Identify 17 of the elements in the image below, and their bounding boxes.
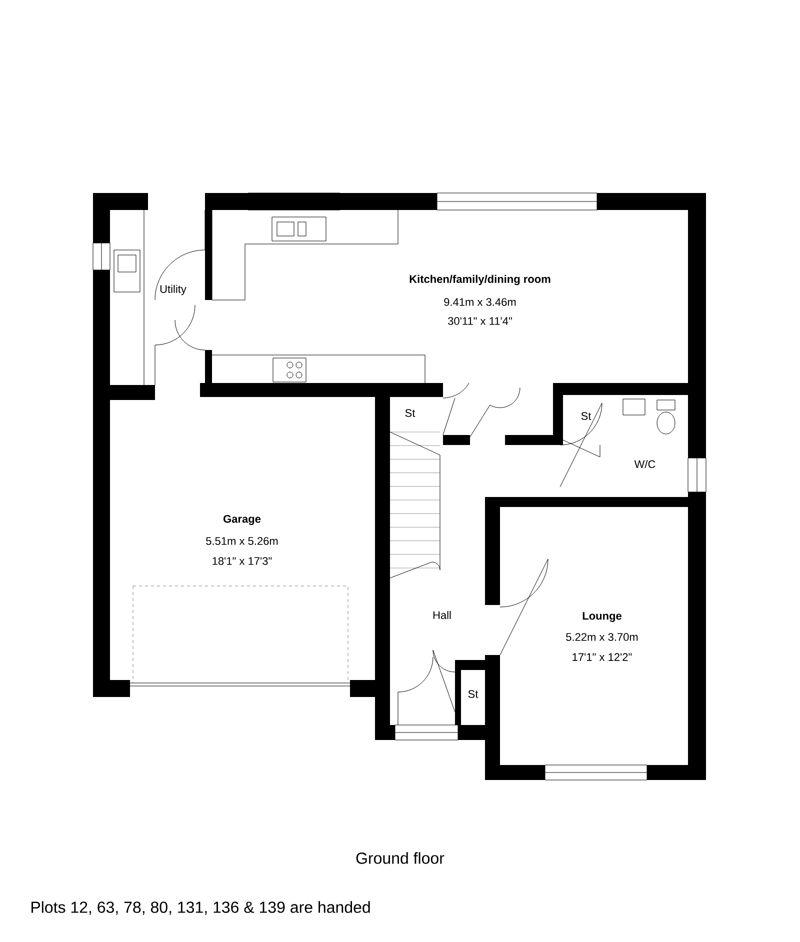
room-label: 9.41m x 3.46m [444,298,516,306]
room-label: 5.22m x 3.70m [566,633,638,641]
room-label: 30'11" x 11'4" [448,317,512,325]
room-label: St [581,412,592,420]
room-label: W/C [634,460,656,468]
room-label: St [468,690,478,698]
room-label: Utility [160,284,186,296]
room-label: 17'1" x 12'2" [572,653,632,661]
room-label: Lounge [582,612,622,622]
room-label: 5.51m x 5.26m [206,537,278,545]
room-label: Hall [433,610,451,620]
caption: Ground floor [356,852,444,864]
room-label: St [405,409,416,417]
room-label: 18'1" x 17'3" [212,557,272,565]
room-label: Kitchen/family/dining room [410,274,550,286]
room-label: Plots 12, 63, 78, 80, 131, 136 & 139 are handed [32,901,370,915]
room-label: Garage [224,515,261,526]
